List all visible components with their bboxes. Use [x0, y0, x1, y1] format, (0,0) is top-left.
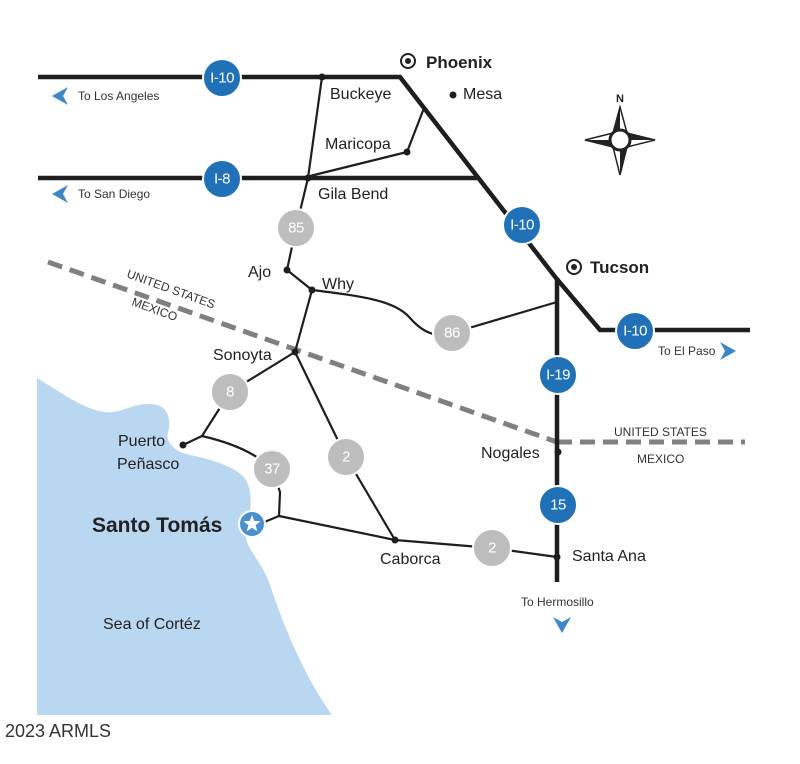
arrow-left-icon [52, 185, 68, 203]
shield-label: 2 [488, 540, 496, 557]
city-label-ajo: Ajo [248, 264, 271, 281]
shield-mx2-east: 2 [472, 528, 512, 568]
arrow-left-icon [52, 87, 68, 105]
sea-of-cortez-area [37, 378, 332, 715]
road-mx8 [181, 350, 297, 447]
direction-label-el-paso: To El Paso [658, 344, 716, 358]
sonoyta-marker-icon [291, 348, 299, 356]
city-label-sonoyta: Sonoyta [213, 347, 272, 364]
shield-mx37: 37 [252, 449, 292, 489]
shield-label: 2 [342, 449, 350, 466]
shield-i10-west: I-10 [202, 58, 242, 98]
city-label-mesa: Mesa [463, 86, 502, 103]
mesa-marker-icon [449, 91, 457, 99]
destination-label-santo-tomas: Santo Tomás [92, 514, 222, 537]
shield-circle [615, 311, 655, 351]
city-label-puerto-penasco-line1: Puerto [118, 433, 165, 450]
tucson-city-marker-icon [566, 259, 582, 275]
city-label-nogales: Nogales [481, 445, 540, 462]
arrow-right-icon [720, 342, 736, 360]
city-label-santa-ana: Santa Ana [572, 548, 646, 565]
shield-circle [202, 159, 242, 199]
city-label-phoenix: Phoenix [426, 53, 493, 72]
road-santo-tomas-caborca [277, 514, 397, 542]
city-label-why: Why [322, 276, 354, 293]
shield-label: I-19 [546, 367, 570, 384]
shield-circle [472, 528, 512, 568]
border-label-east-mexico: MEXICO [637, 452, 684, 466]
shield-label: I-10 [510, 217, 534, 234]
shield-label: 37 [264, 461, 280, 478]
city-label-buckeye: Buckeye [330, 86, 391, 103]
shield-circle [210, 372, 250, 412]
border-label-east-us: UNITED STATES [614, 425, 707, 439]
shield-sr85: 85 [276, 208, 316, 248]
shield-circle [202, 58, 242, 98]
shield-label: I-10 [210, 70, 234, 87]
shield-circle [538, 355, 578, 395]
shield-circle [432, 313, 472, 353]
santa-ana-marker-icon [553, 553, 561, 561]
marker-center [571, 264, 577, 270]
marker-center [405, 58, 411, 64]
shield-label: I-10 [623, 323, 647, 340]
direction-label-hermosillo: To Hermosillo [521, 595, 594, 609]
nogales-marker-icon [554, 448, 562, 456]
compass-center [608, 128, 632, 152]
road-sr85 [285, 176, 314, 292]
destination-star-icon [238, 510, 266, 538]
shield-i10-east: I-10 [615, 311, 655, 351]
shield-label: 8 [226, 384, 234, 401]
city-label-tucson: Tucson [590, 258, 649, 277]
ajo-marker-icon [283, 266, 291, 274]
city-label-gila-bend: Gila Bend [318, 186, 388, 203]
star-shape [243, 515, 261, 532]
shield-mx2-north: 2 [326, 437, 366, 477]
caborca-marker-icon [391, 536, 399, 544]
shield-mx15: 15 [538, 485, 578, 525]
arrow-down-icon [553, 617, 571, 633]
shield-circle [502, 205, 542, 245]
shield-circle [326, 437, 366, 477]
direction-label-san-diego: To San Diego [78, 187, 150, 201]
puerto-penasco-marker-icon [179, 441, 187, 449]
phoenix-city-marker-icon [400, 53, 416, 69]
border-label-west-mexico: MEXICO [130, 295, 179, 324]
city-label-maricopa: Maricopa [325, 136, 391, 153]
shield-i19: I-19 [538, 355, 578, 395]
shield-label: I-8 [214, 171, 230, 188]
city-label-caborca: Caborca [380, 551, 441, 568]
why-marker-icon [308, 286, 316, 294]
shield-label: 85 [288, 220, 304, 237]
shield-label: 15 [550, 497, 566, 514]
shield-circle [538, 485, 578, 525]
road-why-sonoyta [293, 288, 314, 354]
compass-north-label: N [616, 93, 624, 105]
shield-i8: I-8 [202, 159, 242, 199]
shield-circle [252, 449, 292, 489]
shield-sr86: 86 [432, 313, 472, 353]
direction-label-los-angeles: To Los Angeles [78, 89, 159, 103]
compass-rose-icon [584, 104, 656, 176]
road-i10 [38, 74, 750, 333]
city-label-puerto-penasco-line2: Peñasco [117, 456, 179, 473]
gila-bend-marker-icon [304, 174, 312, 182]
water-label-sea-of-cortez: Sea of Cortéz [103, 616, 201, 633]
road-buckeye-gila-bend [306, 75, 324, 180]
shield-circle [276, 208, 316, 248]
us-mexico-border-west [47, 259, 558, 445]
shield-label: 86 [444, 325, 460, 342]
buckeye-marker-icon [318, 73, 326, 81]
maricopa-marker-icon [403, 148, 411, 156]
shield-mx8: 8 [210, 372, 250, 412]
copyright-label: 2023 ARMLS [5, 721, 111, 741]
shield-i10-central: I-10 [502, 205, 542, 245]
